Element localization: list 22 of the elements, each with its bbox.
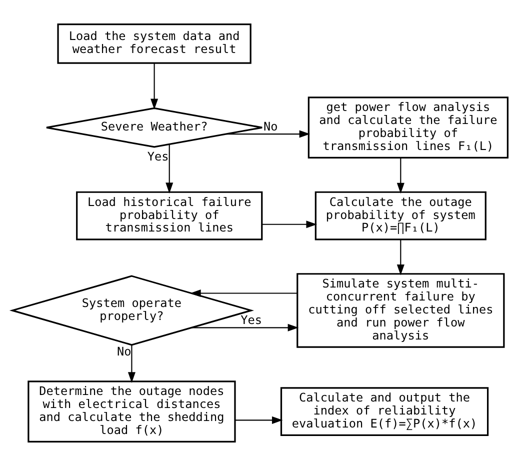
arrow bbox=[190, 289, 298, 298]
edge-label: Yes bbox=[147, 149, 169, 164]
node-diamond: Severe Weather? bbox=[46, 107, 263, 148]
node-box: get power flow analysis and calculate the failure probability of transmission lines F₁(L) bbox=[308, 96, 508, 158]
arrow bbox=[235, 416, 283, 424]
node-box: Load the system data and weather forecast result bbox=[57, 24, 252, 64]
arrow bbox=[262, 220, 317, 228]
edge-label: No bbox=[264, 120, 278, 134]
arrow bbox=[396, 158, 404, 194]
arrow bbox=[396, 240, 404, 276]
arrow bbox=[226, 130, 310, 138]
arrow bbox=[150, 63, 158, 110]
node-box: Calculate and output the index of reliability evaluation E(f)=∑P(x)*f(x) bbox=[280, 387, 489, 436]
node-box: Simulate system multi-concurrent failure by cutting off selected lines and run power flow analysis bbox=[296, 273, 505, 348]
arrow bbox=[128, 344, 136, 383]
node-box: Determine the outage nodes with electrical distances and calculate the shedding load f(x) bbox=[28, 380, 236, 442]
arrow bbox=[192, 324, 299, 332]
edge-label: No bbox=[117, 344, 132, 358]
arrow bbox=[166, 144, 174, 194]
node-box: Calculate the outage probability of system P(x)=∏F₁(L) bbox=[314, 191, 486, 240]
edge-label: Yes bbox=[240, 313, 262, 328]
node-box: Load historical failure probability of transmission lines bbox=[76, 191, 263, 240]
